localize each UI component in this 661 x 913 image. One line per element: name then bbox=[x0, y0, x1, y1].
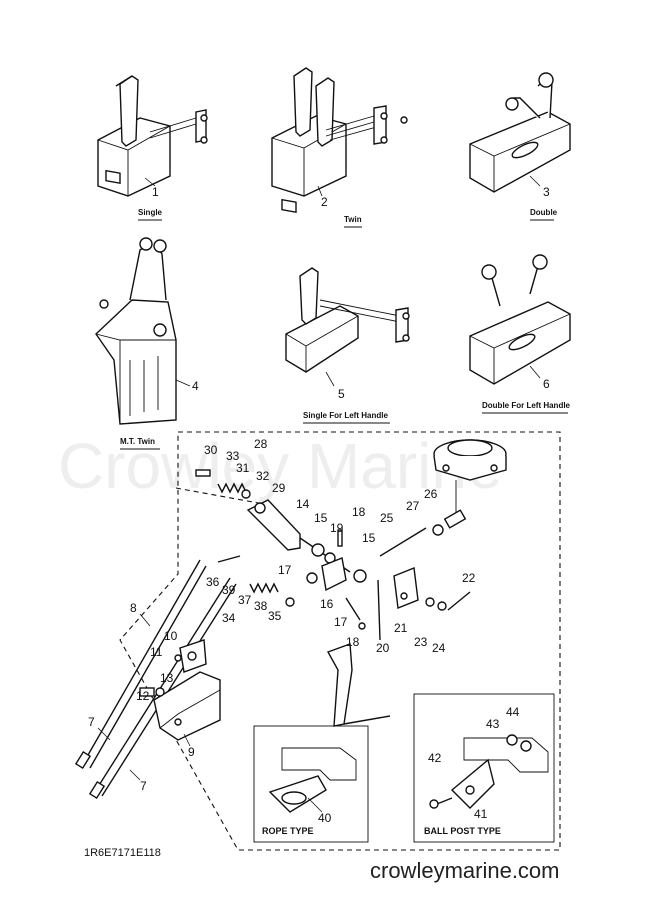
single-control-box bbox=[97, 75, 208, 197]
callout-28: 26 bbox=[424, 487, 438, 501]
callout-16: 16 bbox=[320, 597, 334, 611]
single-left-control-box bbox=[285, 267, 410, 373]
callout-4: 4 bbox=[192, 379, 199, 393]
rope-type-box bbox=[253, 725, 369, 843]
callout-14: 14 bbox=[296, 497, 310, 511]
callout-40: 38 bbox=[254, 599, 268, 613]
callout-12: 12 bbox=[136, 689, 150, 703]
callout-36: 34 bbox=[222, 611, 236, 625]
ball-post-type-label: BALL POST TYPE bbox=[424, 826, 501, 836]
callout-31: 29 bbox=[272, 481, 286, 495]
site-label: crowleymarine.com bbox=[370, 858, 560, 883]
callout-21: 19 bbox=[330, 521, 344, 535]
callout-22: 20 bbox=[376, 641, 390, 655]
double-control-box bbox=[469, 72, 571, 193]
caption-single-left: Single For Left Handle bbox=[303, 411, 388, 420]
callout-33: 31 bbox=[236, 461, 250, 475]
twin-control-box bbox=[271, 67, 408, 214]
caption-double-left: Double For Left Handle bbox=[482, 401, 571, 410]
callout-39: 37 bbox=[238, 593, 252, 607]
callout-27: 25 bbox=[380, 511, 394, 525]
callout-23: 21 bbox=[394, 621, 408, 635]
rope-type-label: ROPE TYPE bbox=[262, 826, 314, 836]
assembly-outline bbox=[119, 431, 561, 851]
callout-35: 33 bbox=[226, 449, 240, 463]
callout-5: 5 bbox=[338, 387, 345, 401]
double-left-control-box bbox=[469, 254, 571, 385]
caption-single: Single bbox=[138, 208, 163, 217]
callout-10: 10 bbox=[164, 629, 178, 643]
callout-3: 3 bbox=[543, 185, 550, 199]
mt-twin-control bbox=[95, 237, 177, 425]
callout-19: 17 bbox=[278, 563, 292, 577]
callout-30: 28 bbox=[254, 437, 268, 451]
callout-42: 40 bbox=[318, 811, 332, 825]
callout-8: 8 bbox=[130, 601, 137, 615]
gear-housing bbox=[433, 439, 507, 481]
callout-17: 17 bbox=[334, 615, 348, 629]
callout-37: 35 bbox=[268, 609, 282, 623]
callout-11: 11 bbox=[150, 645, 163, 659]
ball-post-type-box bbox=[413, 693, 555, 843]
callout-13: 13 bbox=[160, 671, 174, 685]
callout-7-a: 7 bbox=[88, 715, 95, 729]
callout-25: 23 bbox=[414, 635, 428, 649]
callout-26: 24 bbox=[432, 641, 446, 655]
callout-2: 2 bbox=[321, 195, 328, 209]
callout-24: 22 bbox=[462, 571, 476, 585]
callout-38: 36 bbox=[206, 575, 220, 589]
callout-34: 32 bbox=[256, 469, 270, 483]
callout-15-b: 15 bbox=[362, 531, 376, 545]
callout-41: 39 bbox=[222, 583, 236, 597]
callout-32: 30 bbox=[204, 443, 218, 457]
caption-mt-twin: M.T. Twin bbox=[120, 437, 155, 446]
callout-6: 6 bbox=[543, 377, 550, 391]
callout-9: 9 bbox=[188, 745, 195, 759]
callout-20: 18 bbox=[352, 505, 366, 519]
callout-1: 1 bbox=[152, 185, 159, 199]
watermark: Crowley Marine bbox=[58, 430, 503, 502]
callout-43: 41 bbox=[474, 807, 488, 821]
caption-twin: Twin bbox=[344, 215, 362, 224]
callout-18: 18 bbox=[346, 635, 360, 649]
callout-46: 44 bbox=[506, 705, 520, 719]
diagram-code: 1R6E7171E118 bbox=[84, 847, 161, 859]
callout-45: 43 bbox=[486, 717, 500, 731]
callout-15-a: 15 bbox=[314, 511, 328, 525]
caption-double: Double bbox=[530, 208, 558, 217]
callout-29: 27 bbox=[406, 499, 420, 513]
callout-44: 42 bbox=[428, 751, 442, 765]
callout-7-b: 7 bbox=[140, 779, 147, 793]
